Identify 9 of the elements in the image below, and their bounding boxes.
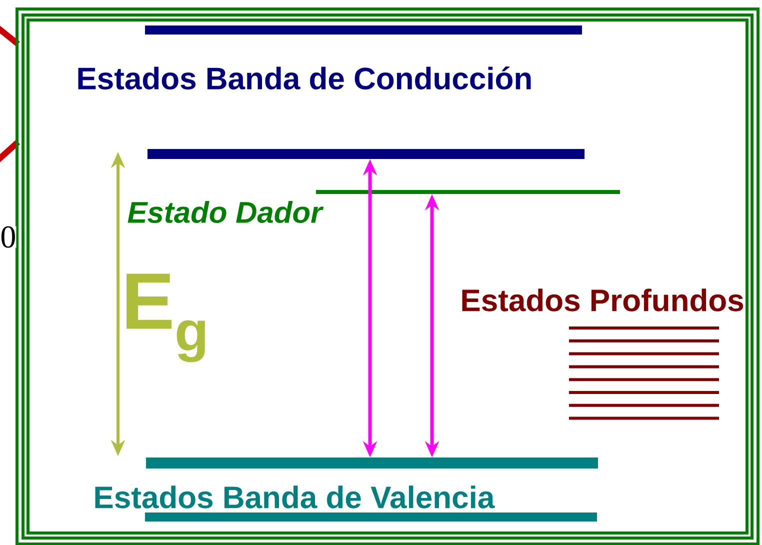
band-label: Estados Banda de Conducción bbox=[78, 66, 531, 90]
gap-symbol: E$_{g}$ bbox=[126, 274, 206, 362]
band-label: Estados Banda de Valencia bbox=[95, 486, 495, 508]
level-bar bbox=[148, 149, 584, 159]
number-label: 0 bbox=[0, 226, 16, 248]
level-label: Estados Profundos bbox=[462, 288, 744, 312]
level-bar bbox=[146, 458, 598, 468]
level-label: Estado Dador bbox=[128, 200, 324, 224]
level-bar bbox=[316, 190, 620, 194]
